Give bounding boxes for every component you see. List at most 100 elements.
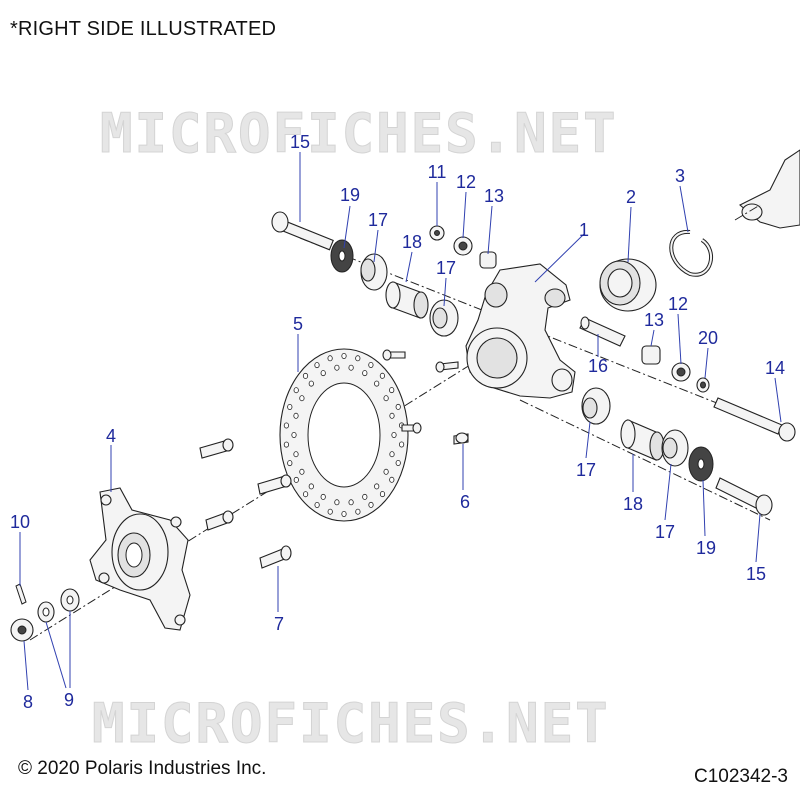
disc-hole: [383, 395, 389, 402]
disc-hole: [374, 483, 380, 490]
disc-hole: [355, 355, 361, 362]
bushing-12-top: [453, 236, 473, 256]
disc-hole: [379, 491, 386, 498]
figure-code: C102342-3: [693, 766, 788, 787]
callout-19-top: 19: [340, 185, 360, 205]
disc-hole: [302, 372, 309, 379]
disc-hole: [293, 476, 299, 483]
disc-bolts: [382, 349, 469, 445]
callout-17-lower-left: 17: [576, 460, 596, 480]
callout-4: 4: [106, 426, 116, 446]
callout-19-lower: 19: [696, 538, 716, 558]
washer-20: [696, 377, 710, 393]
callout-11: 11: [428, 162, 447, 182]
illustration-note: *RIGHT SIDE ILLUSTRATED: [10, 18, 277, 40]
callout-17-top-left: 17: [368, 210, 388, 230]
callout-17-top-right: 17: [436, 258, 456, 278]
callout-7: 7: [274, 614, 284, 634]
disc-hole: [314, 501, 320, 508]
callout-15-lower: 15: [746, 564, 766, 584]
bolt-axis-lower: [519, 399, 771, 521]
disc-hole: [283, 422, 289, 429]
disc-hole: [334, 499, 340, 506]
disc-hole: [299, 395, 305, 402]
callout-2: 2: [626, 187, 636, 207]
callout-1: 1: [579, 220, 589, 240]
pin-16: [579, 316, 626, 347]
callout-18-lower: 18: [623, 494, 643, 514]
bearing-2: [599, 258, 657, 312]
nut-11: [429, 225, 445, 241]
bushing-12-lower: [671, 362, 691, 382]
callout-labels: 15 19 17 18 17 11 12 13 1 2 3 16 13 12 2…: [10, 132, 785, 712]
cotter-pin-10: [15, 583, 27, 605]
bushing-17-lower-right: [661, 429, 689, 467]
sleeve-18-lower: [620, 419, 665, 461]
callout-8: 8: [23, 692, 33, 712]
knuckle-1: [465, 263, 576, 399]
disc-hole: [308, 380, 314, 387]
callout-3: 3: [675, 166, 685, 186]
disc-hole: [389, 476, 395, 483]
disc-hole: [389, 451, 395, 458]
disc-hole: [320, 493, 326, 500]
bolt-14: [713, 397, 796, 442]
disc-hole: [341, 510, 347, 517]
disc-hole: [287, 460, 293, 467]
disc-hole: [302, 491, 309, 498]
disc-hole: [368, 361, 374, 368]
disc-hole: [334, 364, 340, 371]
disc-hole: [348, 499, 354, 506]
disc-hole: [308, 483, 314, 490]
disc-hole: [395, 459, 401, 466]
washer-19-top: [330, 239, 354, 273]
watermark-top: MICROFICHES.NET: [100, 102, 618, 165]
disc-hole: [368, 501, 374, 508]
leader-lines: [19, 152, 782, 691]
disc-hole: [379, 372, 385, 379]
washer-19-lower: [688, 446, 714, 482]
spacer-13-top: [479, 251, 497, 269]
bolt-15-top: [271, 211, 334, 251]
disc-hole: [374, 380, 380, 387]
bushing-17-lower-left: [581, 387, 611, 425]
callout-13-lower: 13: [644, 310, 664, 330]
callout-12-lower: 12: [668, 294, 688, 314]
callout-10: 10: [10, 512, 30, 532]
callout-9: 9: [64, 690, 74, 710]
disc-hole: [293, 387, 299, 394]
disc-hole: [341, 352, 347, 359]
disc-hole: [299, 468, 305, 475]
callout-14: 14: [765, 358, 785, 378]
disc-hole: [398, 441, 405, 448]
disc-hole: [383, 468, 389, 475]
wheel-studs: [199, 438, 292, 569]
callout-12-top: 12: [456, 172, 476, 192]
vehicle-stub: [734, 149, 800, 229]
disc-hole: [391, 431, 397, 438]
castle-nut-8: [10, 618, 34, 642]
disc-hole: [327, 355, 333, 362]
callout-5: 5: [293, 314, 303, 334]
disc-hole: [291, 431, 297, 438]
callout-20: 20: [698, 328, 718, 348]
callout-6: 6: [460, 492, 470, 512]
disc-hole: [327, 508, 333, 515]
disc-hole: [293, 451, 299, 458]
disc-hole: [362, 370, 368, 377]
disc-hole: [320, 370, 326, 377]
snap-ring-3: [669, 229, 713, 277]
callout-18-top: 18: [402, 232, 422, 252]
disc-hole: [362, 493, 368, 500]
disc-hole: [355, 508, 361, 515]
hub-4: [89, 487, 191, 631]
callout-16: 16: [588, 356, 608, 376]
bushing-17-upper-left: [360, 253, 388, 291]
copyright-text: © 2020 Polaris Industries Inc.: [18, 758, 267, 779]
brake-disc-5: [279, 348, 409, 522]
disc-hole: [283, 441, 289, 448]
disc-hole: [395, 403, 401, 410]
disc-hole: [348, 364, 354, 371]
disc-hole: [287, 403, 293, 410]
